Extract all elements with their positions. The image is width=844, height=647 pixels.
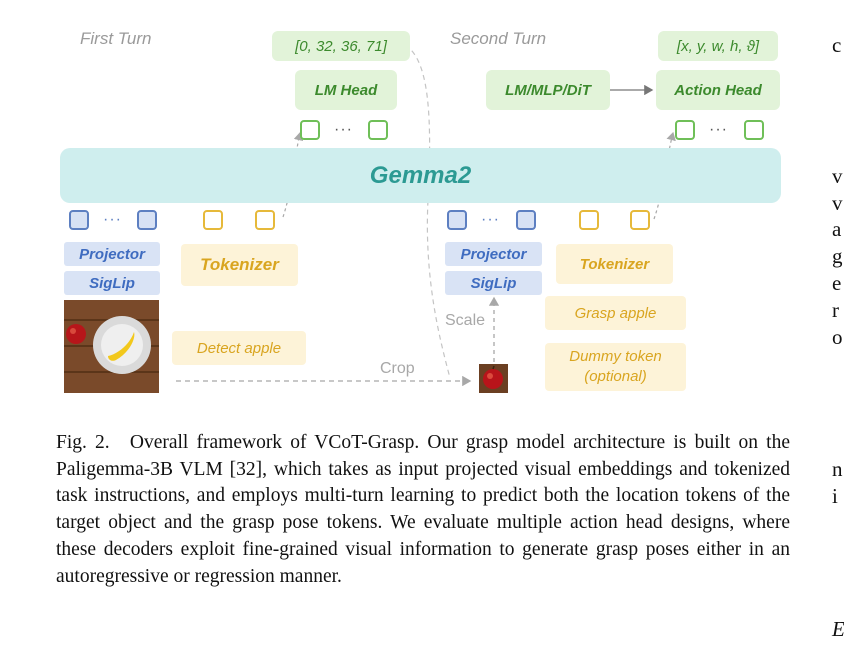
visual-token-square — [447, 210, 467, 230]
side-letter: v — [832, 191, 843, 215]
first-turn-label: First Turn — [80, 29, 152, 48]
projector-box: Projector — [445, 242, 542, 266]
location-to-crop-curve — [404, 44, 451, 379]
tokenizer-box: Tokenizer — [556, 244, 673, 284]
side-letter: a — [832, 217, 842, 241]
scene-image-drawing — [64, 300, 159, 393]
dummy-token-box: Dummy token (optional) — [545, 343, 686, 391]
ellipsis-dots: ··· — [709, 121, 728, 138]
instruction-grasp-apple: Grasp apple — [545, 296, 686, 330]
side-letter: n — [832, 457, 843, 481]
side-letter: v — [832, 164, 843, 188]
figure-number: Fig. 2. — [56, 432, 110, 453]
scene-image — [64, 300, 159, 393]
text-token-square — [579, 210, 599, 230]
grasp-pose-output: [x, y, w, h, ϑ] — [658, 31, 778, 61]
scale-label: Scale — [445, 312, 486, 329]
side-letter: i — [832, 484, 838, 508]
side-letter: c — [832, 33, 842, 57]
output-token-square — [368, 120, 388, 140]
cropped-apple-image — [479, 364, 508, 393]
ellipsis-dots: ··· — [334, 121, 353, 138]
ellipsis-dots: ··· — [481, 211, 500, 228]
side-letter: o — [832, 325, 843, 349]
output-token-square — [744, 120, 764, 140]
crop-label: Crop — [380, 360, 415, 377]
side-letter: g — [832, 244, 843, 268]
gemma2-backbone: Gemma2 — [60, 148, 781, 203]
framework-diagram: First Turn Second Turn [0, 32, 36, 71] [… — [60, 29, 781, 393]
instruction-detect-apple: Detect apple — [172, 331, 306, 365]
siglip-box: SigLip — [445, 271, 542, 295]
visual-token-square — [516, 210, 536, 230]
caption-text: Overall framework of VCoT-Grasp. Our gra… — [56, 432, 790, 587]
visual-token-square — [137, 210, 157, 230]
text-token-square — [203, 210, 223, 230]
output-token-square — [675, 120, 695, 140]
figure-caption: Fig. 2. Overall framework of VCoT-Grasp.… — [56, 430, 790, 590]
ellipsis-dots: ··· — [103, 211, 122, 228]
cropped-apple-drawing — [479, 364, 508, 393]
lm-head-box: LM Head — [295, 70, 397, 110]
side-letter: e — [832, 271, 842, 295]
second-turn-label: Second Turn — [450, 29, 547, 48]
decoder-options-box: LM/MLP/DiT — [486, 70, 610, 110]
text-token-square — [630, 210, 650, 230]
second-turn-token-link — [653, 131, 676, 220]
visual-token-square — [69, 210, 89, 230]
action-head-box: Action Head — [656, 70, 780, 110]
output-token-square — [300, 120, 320, 140]
siglip-box: SigLip — [64, 271, 160, 295]
side-letter: r — [832, 298, 839, 322]
tokenizer-box: Tokenizer — [181, 244, 298, 286]
location-tokens-output: [0, 32, 36, 71] — [272, 31, 410, 61]
text-token-square — [255, 210, 275, 230]
side-letter: E — [832, 617, 844, 641]
projector-box: Projector — [64, 242, 160, 266]
